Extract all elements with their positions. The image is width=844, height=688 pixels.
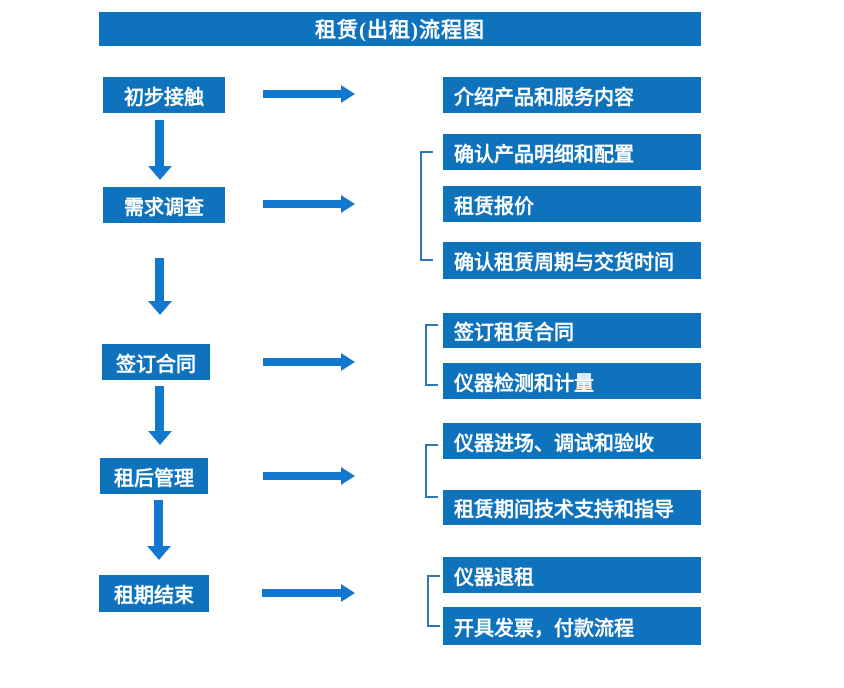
group-bracket-post-rental (425, 444, 438, 498)
output-box-confirm-rental-period: 确认租赁周期与交货时间 (443, 242, 701, 279)
down-arrow-1 (155, 120, 164, 166)
group-bracket-rental-end (427, 575, 440, 627)
step-box-post-rental-management: 租后管理 (100, 458, 208, 494)
down-arrow-4 (154, 500, 163, 546)
right-arrow-4 (263, 472, 341, 480)
step-box-initial-contact: 初步接触 (103, 77, 225, 113)
output-box-technical-support: 租赁期间技术支持和指导 (443, 490, 701, 525)
right-arrow-3 (263, 358, 341, 366)
output-box-instrument-inspection: 仪器检测和计量 (443, 363, 701, 399)
step-box-rental-end: 租期结束 (99, 575, 209, 612)
down-arrow-2 (155, 258, 164, 301)
output-box-rental-quote: 租赁报价 (443, 186, 701, 222)
flowchart-title: 租赁(出租)流程图 (99, 12, 701, 46)
step-box-demand-survey: 需求调查 (103, 187, 225, 223)
output-box-confirm-product-details: 确认产品明细和配置 (443, 134, 701, 170)
group-bracket-demand-survey (420, 151, 433, 261)
output-box-introduce-products: 介绍产品和服务内容 (443, 77, 701, 113)
output-box-instrument-setup: 仪器进场、调试和验收 (443, 423, 701, 459)
down-arrow-3 (155, 386, 164, 431)
output-box-instrument-return: 仪器退租 (443, 557, 701, 593)
right-arrow-2 (263, 200, 341, 208)
output-box-sign-rental-contract: 签订租赁合同 (443, 313, 701, 348)
output-box-invoice-payment: 开具发票，付款流程 (443, 607, 701, 645)
group-bracket-sign-contract (425, 324, 438, 386)
step-box-sign-contract: 签订合同 (102, 344, 210, 380)
right-arrow-5 (262, 589, 341, 597)
right-arrow-1 (263, 90, 341, 98)
